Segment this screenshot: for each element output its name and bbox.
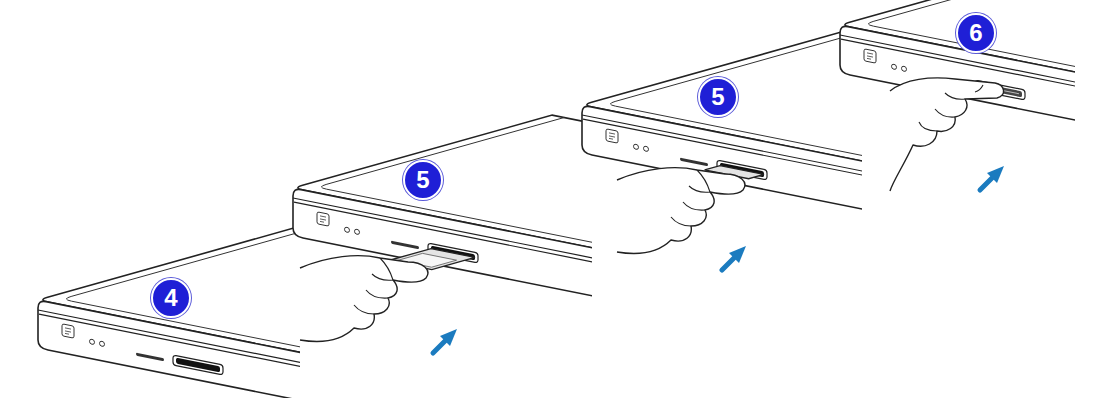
finger-lines — [354, 258, 393, 314]
callout-number: 4 — [151, 278, 191, 318]
hand — [890, 78, 1004, 191]
callout-number: 5 — [698, 77, 738, 117]
hand — [300, 256, 428, 342]
hand — [890, 78, 1004, 191]
finger-lines — [671, 170, 710, 226]
card-slot — [176, 358, 220, 373]
push-arrow — [722, 246, 746, 270]
push-arrow — [433, 329, 457, 353]
hand — [617, 168, 746, 270]
finger-lines — [919, 85, 983, 131]
hand — [617, 168, 745, 254]
callout-number: 5 — [403, 160, 443, 200]
push-arrow — [980, 166, 1004, 190]
laptop — [38, 227, 300, 398]
callout-number: 6 — [956, 13, 996, 53]
hand — [300, 256, 457, 353]
